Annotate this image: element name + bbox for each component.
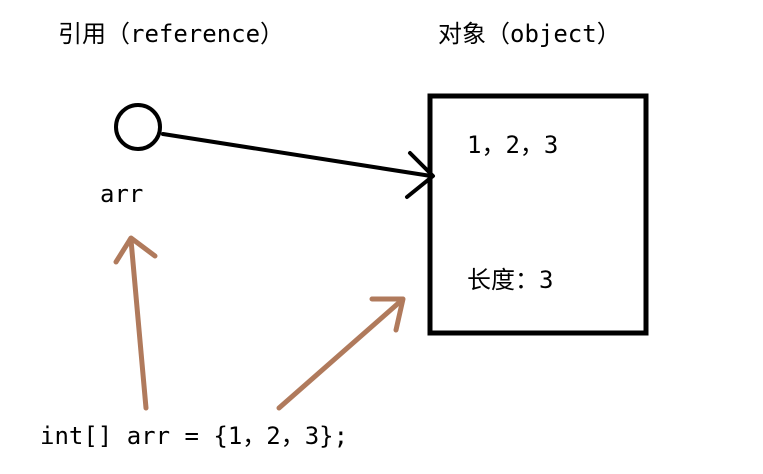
reference-to-object-arrow-shaft (161, 132, 433, 178)
code-to-reference-arrow-head (113, 235, 158, 265)
reference-circle (114, 103, 162, 151)
object-length-text: 长度：3 (467, 266, 554, 294)
code-to-object-arrow-head (369, 296, 406, 333)
object-box (427, 93, 649, 336)
object-title: 对象（object） (438, 20, 621, 48)
object-values-text: 1，2，3 (467, 131, 559, 159)
code-to-object-arrow-shaft (276, 297, 405, 411)
code-statement: int[] arr = {1，2，3}; (40, 422, 349, 450)
code-to-reference-arrow-shaft (128, 237, 149, 411)
reference-title: 引用（reference） (58, 20, 285, 48)
reference-to-object-arrow-head (405, 151, 435, 199)
reference-variable-label: arr (100, 180, 144, 208)
